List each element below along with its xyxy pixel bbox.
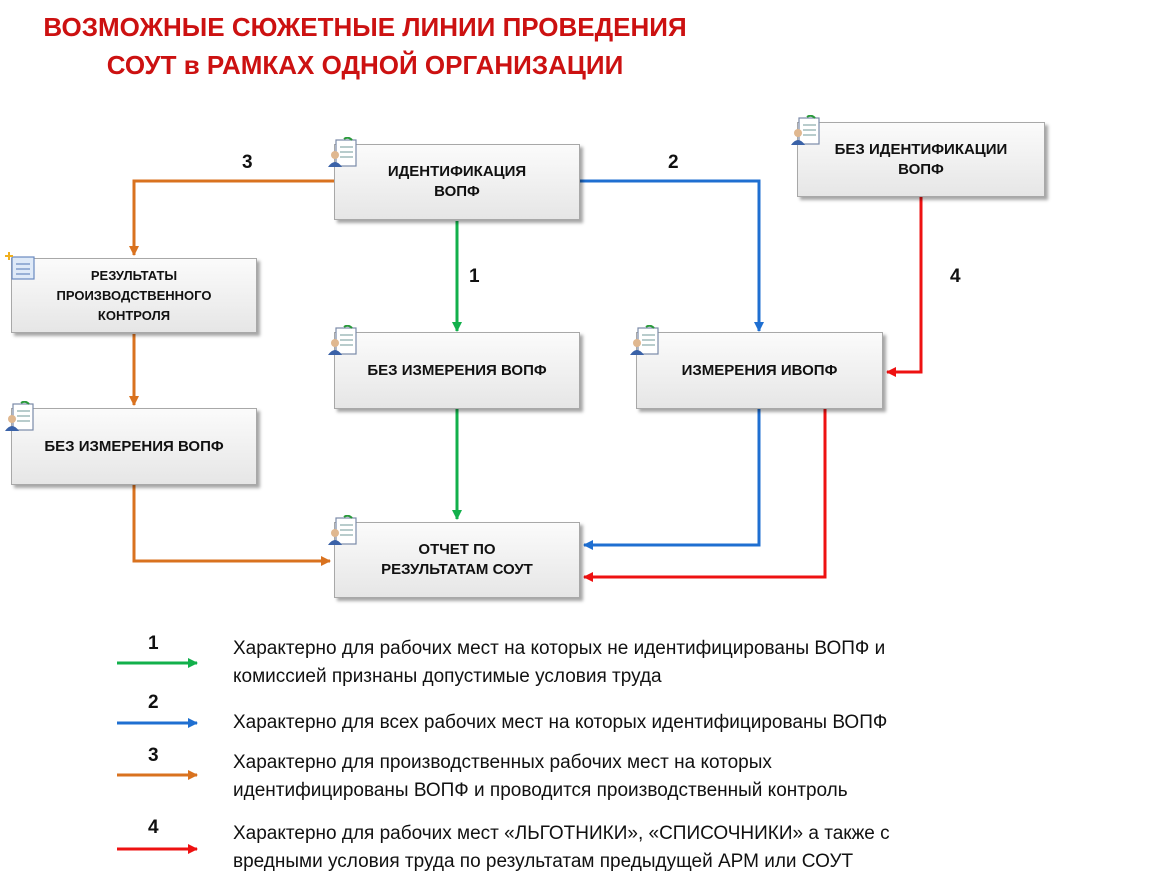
box-identification: ИДЕНТИФИКАЦИЯ ВОПФ [328,137,580,220]
path-3-no-measure-to-report [132,485,331,566]
box-measurements-label: ИЗМЕРЕНИЯ ИВОПФ [681,361,838,379]
box-control-results-line-2: ПРОИЗВОДСТВЕННОГО [56,287,212,303]
box-control-results-line-3: КОНТРОЛЯ [97,307,171,323]
title-line-2: СОУТ в РАМКАХ ОДНОЙ ОРГАНИЗАЦИИ [106,50,624,80]
note-plus-icon [5,252,35,280]
legend-text-1: Характерно для рабочих мест на которых н… [233,635,885,691]
diagram-title: ВОЗМОЖНЫЕ СЮЖЕТНЫЕ ЛИНИИ ПРОВЕДЕНИЯ СОУТ… [0,8,730,84]
legend-text-2: Характерно для всех рабочих мест на кото… [233,709,887,737]
legend-text-3: Характерно для производственных рабочих … [233,749,848,805]
legend-number-2: 2 [148,692,159,713]
user-document-icon [791,115,820,145]
legend-text-4-line-1: Характерно для рабочих мест «ЛЬГОТНИКИ»,… [233,823,890,844]
path-3-ident-to-control [129,179,334,256]
path-4-no-ident-to-measurements [886,197,923,377]
legend-text-2-line-1: Характерно для всех рабочих мест на кото… [233,712,888,733]
path-number-1: 1 [469,266,480,287]
path-number-2: 2 [668,152,679,173]
box-report: ОТЧЕТ ПО РЕЗУЛЬТАТАМ СОУТ [328,515,580,598]
user-document-icon [328,137,357,167]
box-control-results: РЕЗУЛЬТАТЫ ПРОИЗВОДСТВЕННОГО КОНТРОЛЯ [5,252,257,333]
legend-text-1-line-2: комиссией признаны допустимые условия тр… [233,666,662,687]
legend-number-3: 3 [148,745,159,766]
legend-text-4: Характерно для рабочих мест «ЛЬГОТНИКИ»,… [233,820,890,876]
user-document-icon [328,515,357,545]
path-number-3: 3 [242,152,253,173]
legend-number-4: 4 [148,817,159,838]
box-no-measure-center: БЕЗ ИЗМЕРЕНИЯ ВОПФ [328,325,580,409]
path-2-ident-to-measurements [580,179,764,332]
box-control-results-line-1: РЕЗУЛЬТАТЫ [90,267,178,283]
legend-text-3-line-1: Характерно для производственных рабочих … [233,752,772,773]
box-no-measure-center-label: БЕЗ ИЗМЕРЕНИЯ ВОПФ [367,361,547,379]
box-no-identification-line-2: ВОПФ [898,160,944,178]
box-identification-line-2: ВОПФ [434,183,480,200]
legend-text-3-line-2: идентифицированы ВОПФ и проводится произ… [233,780,848,801]
box-report-line-1: ОТЧЕТ ПО [418,541,496,558]
box-no-identification-line-1: БЕЗ ИДЕНТИФИКАЦИИ [834,140,1008,158]
box-no-measure-left: БЕЗ ИЗМЕРЕНИЯ ВОПФ [5,401,257,485]
legend-text-4-line-2: вредными условия труда по результатам пр… [233,851,854,872]
box-no-measure-left-label: БЕЗ ИЗМЕРЕНИЯ ВОПФ [44,437,224,455]
box-report-line-2: РЕЗУЛЬТАТАМ СОУТ [381,561,533,578]
box-identification-line-1: ИДЕНТИФИКАЦИЯ [387,163,527,180]
box-measurements: ИЗМЕРЕНИЯ ИВОПФ [630,325,883,409]
title-line-1: ВОЗМОЖНЫЕ СЮЖЕТНЫЕ ЛИНИИ ПРОВЕДЕНИЯ [43,12,687,42]
user-document-icon [328,325,357,355]
user-document-icon [630,325,659,355]
path-2-measurements-to-report [583,409,761,550]
legend-text-1-line-1: Характерно для рабочих мест на которых н… [233,638,886,659]
legend-number-1: 1 [148,633,159,654]
path-number-4: 4 [950,266,961,287]
path-4-measurements-to-report [583,409,827,582]
box-no-identification: БЕЗ ИДЕНТИФИКАЦИИ ВОПФ [791,115,1045,197]
user-document-icon [5,401,34,431]
